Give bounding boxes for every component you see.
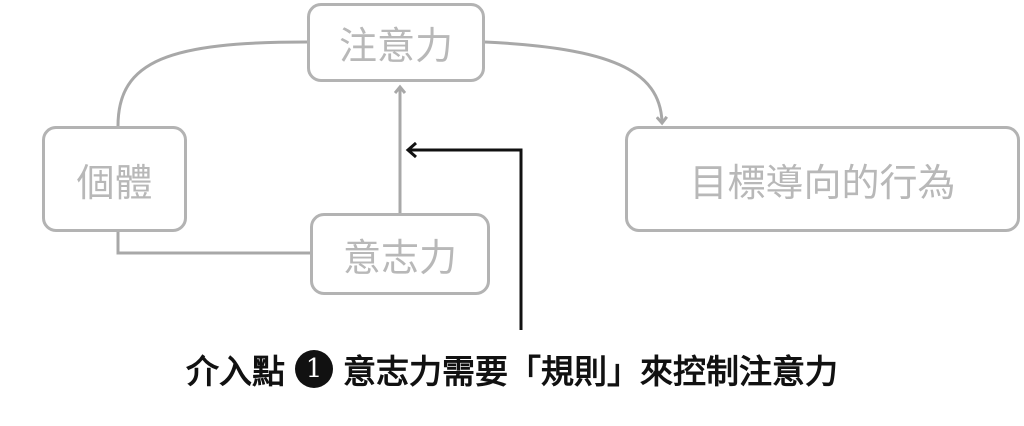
number-badge: 1	[295, 350, 333, 388]
node-attention: 注意力	[307, 3, 485, 82]
node-willpower: 意志力	[310, 213, 490, 295]
intervention-arrow	[409, 150, 523, 330]
caption-prefix: 介入點	[186, 352, 285, 391]
individual-to-attention-curve	[116, 40, 308, 127]
individual-to-willpower-line	[116, 232, 310, 255]
node-attention-label: 注意力	[338, 24, 453, 68]
node-willpower-label: 意志力	[342, 235, 457, 280]
caption: 介入點 1 意志力需要「規則」來控制注意力	[0, 345, 1024, 393]
attention-to-goal-arrow	[484, 40, 662, 122]
caption-text: 意志力需要「規則」來控制注意力	[343, 352, 838, 391]
node-individual-label: 個體	[76, 160, 153, 205]
node-individual: 個體	[42, 126, 187, 232]
node-goal-behavior-label: 目標導向的行為	[689, 160, 956, 205]
node-goal-behavior: 目標導向的行為	[625, 126, 1020, 232]
